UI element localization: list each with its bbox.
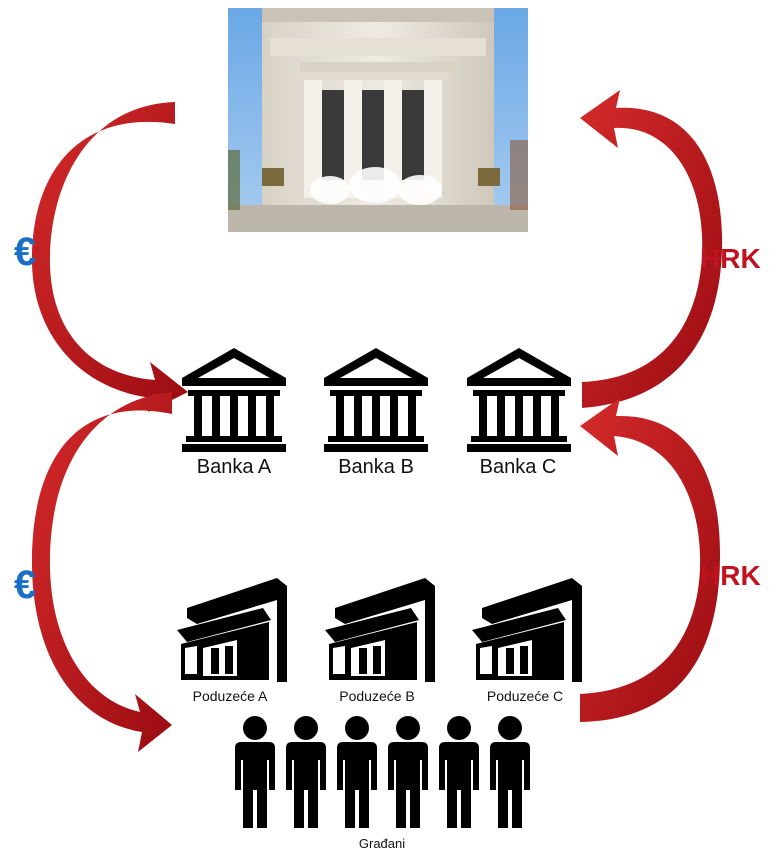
bank-label-b: Banka B — [338, 456, 414, 478]
company-icons — [177, 578, 582, 682]
people-group-icon — [235, 716, 530, 828]
bank-icons — [182, 348, 571, 452]
hrk-label-bottom: HRK — [700, 560, 761, 591]
person-icon — [388, 716, 428, 828]
person-icon — [490, 716, 530, 828]
eur-arrow-bottom — [31, 392, 172, 752]
bank-icon — [467, 348, 571, 452]
bank-icon — [182, 348, 286, 452]
hrk-label-top: HRK — [700, 243, 761, 274]
person-icon — [337, 716, 377, 828]
storefront-icon — [177, 578, 287, 682]
hrk-arrow-top — [580, 90, 723, 408]
eur-label-top: € — [14, 230, 37, 274]
person-icon — [286, 716, 326, 828]
company-label-a: Poduzeće A — [192, 688, 268, 704]
storefront-icon — [472, 578, 582, 682]
storefront-icon — [325, 578, 435, 682]
eur-arrow-top — [31, 102, 188, 412]
bank-label-a: Banka A — [196, 456, 272, 478]
eur-label-bottom: € — [14, 563, 37, 607]
hrk-arrow-bottom — [580, 398, 720, 722]
company-label-b: Poduzeće B — [339, 688, 415, 704]
person-icon — [235, 716, 275, 828]
company-label-c: Poduzeće C — [486, 688, 564, 704]
bank-icon — [324, 348, 428, 452]
central-bank-photo — [228, 8, 528, 232]
person-icon — [439, 716, 479, 828]
bank-label-c: Banka C — [479, 456, 557, 478]
citizens-label: Građani — [358, 836, 406, 851]
flow-arrows — [31, 90, 723, 752]
